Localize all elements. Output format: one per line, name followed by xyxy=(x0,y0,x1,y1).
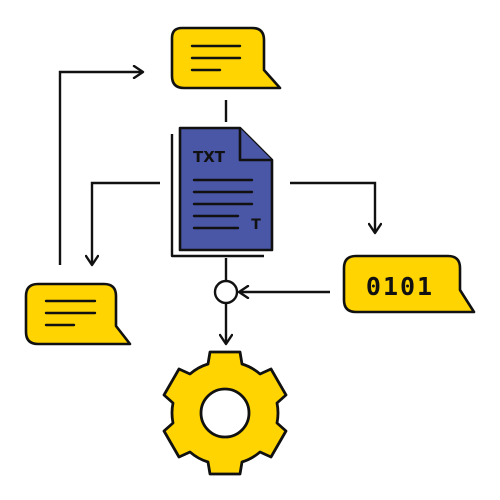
connector-left-bubble-to-top-bubble xyxy=(58,72,142,265)
document-type-marker: T xyxy=(251,217,261,233)
document-label: TXT xyxy=(193,148,226,166)
connector-document-to-left-bubble xyxy=(92,181,160,264)
left-speech-bubble-icon xyxy=(24,282,132,346)
connector-document-to-binary-bubble xyxy=(290,181,375,232)
top-speech-bubble-icon xyxy=(170,26,282,90)
junction-circle xyxy=(213,279,239,305)
text-document-icon: TXT T xyxy=(170,126,274,258)
binary-code-bubble-icon: 0101 xyxy=(342,254,476,314)
binary-bubble-text: 0101 xyxy=(366,272,434,301)
gear-icon xyxy=(162,350,288,476)
